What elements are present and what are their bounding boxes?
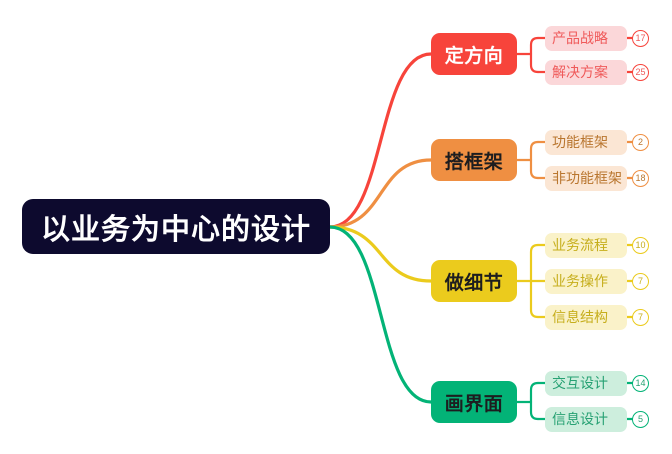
- count-badge-2-2[interactable]: 7: [632, 308, 649, 326]
- count-badge-value: 5: [637, 413, 643, 424]
- leaf-node-label: 解决方案: [552, 64, 608, 80]
- leaf-node-label: 产品战略: [552, 30, 608, 46]
- branch-node-3[interactable]: 画界面: [431, 381, 517, 423]
- count-badge-3-0[interactable]: 14: [632, 374, 649, 392]
- leaf-node-3-1[interactable]: 信息设计: [545, 406, 627, 432]
- leaf-node-1-1[interactable]: 非功能框架: [545, 165, 627, 191]
- branch-link-2: [328, 225, 433, 283]
- count-badge-2-0[interactable]: 10: [632, 236, 649, 254]
- count-badge-value: 7: [637, 275, 643, 286]
- branch-node-label: 做细节: [444, 272, 504, 294]
- count-badge-0-1[interactable]: 25: [632, 63, 649, 81]
- branch-node-label: 搭框架: [444, 151, 504, 173]
- leaf-node-label: 业务流程: [552, 237, 608, 253]
- root-node[interactable]: 以业务为中心的设计: [22, 199, 330, 254]
- leaf-node-label: 信息设计: [552, 411, 608, 427]
- branch-link-0: [328, 52, 433, 229]
- leaf-node-2-1[interactable]: 业务操作: [545, 268, 627, 294]
- branch-node-2[interactable]: 做细节: [431, 260, 517, 302]
- leaf-node-label: 交互设计: [552, 375, 608, 391]
- branch-node-1[interactable]: 搭框架: [431, 139, 517, 181]
- branch-node-label: 画界面: [444, 393, 504, 415]
- count-badge-0-0[interactable]: 17: [632, 29, 649, 47]
- leaf-node-label: 信息结构: [552, 309, 608, 325]
- branch-spine-2: [529, 243, 540, 319]
- count-badge-3-1[interactable]: 5: [632, 410, 649, 428]
- leaf-node-1-0[interactable]: 功能框架: [545, 129, 627, 155]
- leaf-node-0-0[interactable]: 产品战略: [545, 25, 627, 51]
- count-badge-2-1[interactable]: 7: [632, 272, 649, 290]
- leaf-node-label: 非功能框架: [552, 170, 622, 186]
- count-badge-value: 18: [635, 172, 646, 183]
- count-badge-value: 17: [635, 32, 646, 43]
- branch-link-3: [328, 225, 433, 404]
- leaf-node-2-0[interactable]: 业务流程: [545, 232, 627, 258]
- count-badge-value: 10: [635, 239, 646, 250]
- leaf-node-2-2[interactable]: 信息结构: [545, 304, 627, 330]
- leaf-node-label: 功能框架: [552, 134, 608, 150]
- branch-node-0[interactable]: 定方向: [431, 33, 517, 75]
- branch-link-1: [328, 158, 433, 229]
- count-badge-value: 25: [635, 66, 646, 77]
- count-badge-1-1[interactable]: 18: [632, 169, 649, 187]
- count-badge-value: 14: [635, 377, 646, 388]
- leaf-node-0-1[interactable]: 解决方案: [545, 59, 627, 85]
- branch-spine-0: [529, 36, 540, 74]
- leaf-node-3-0[interactable]: 交互设计: [545, 370, 627, 396]
- count-badge-value: 7: [637, 311, 643, 322]
- count-badge-1-0[interactable]: 2: [632, 133, 649, 151]
- count-badge-value: 2: [637, 136, 643, 147]
- branch-spine-1: [529, 140, 540, 180]
- branch-spine-3: [529, 381, 540, 421]
- branch-node-label: 定方向: [444, 45, 504, 67]
- leaf-node-label: 业务操作: [552, 273, 608, 289]
- root-node-label: 以业务为中心的设计: [40, 213, 311, 246]
